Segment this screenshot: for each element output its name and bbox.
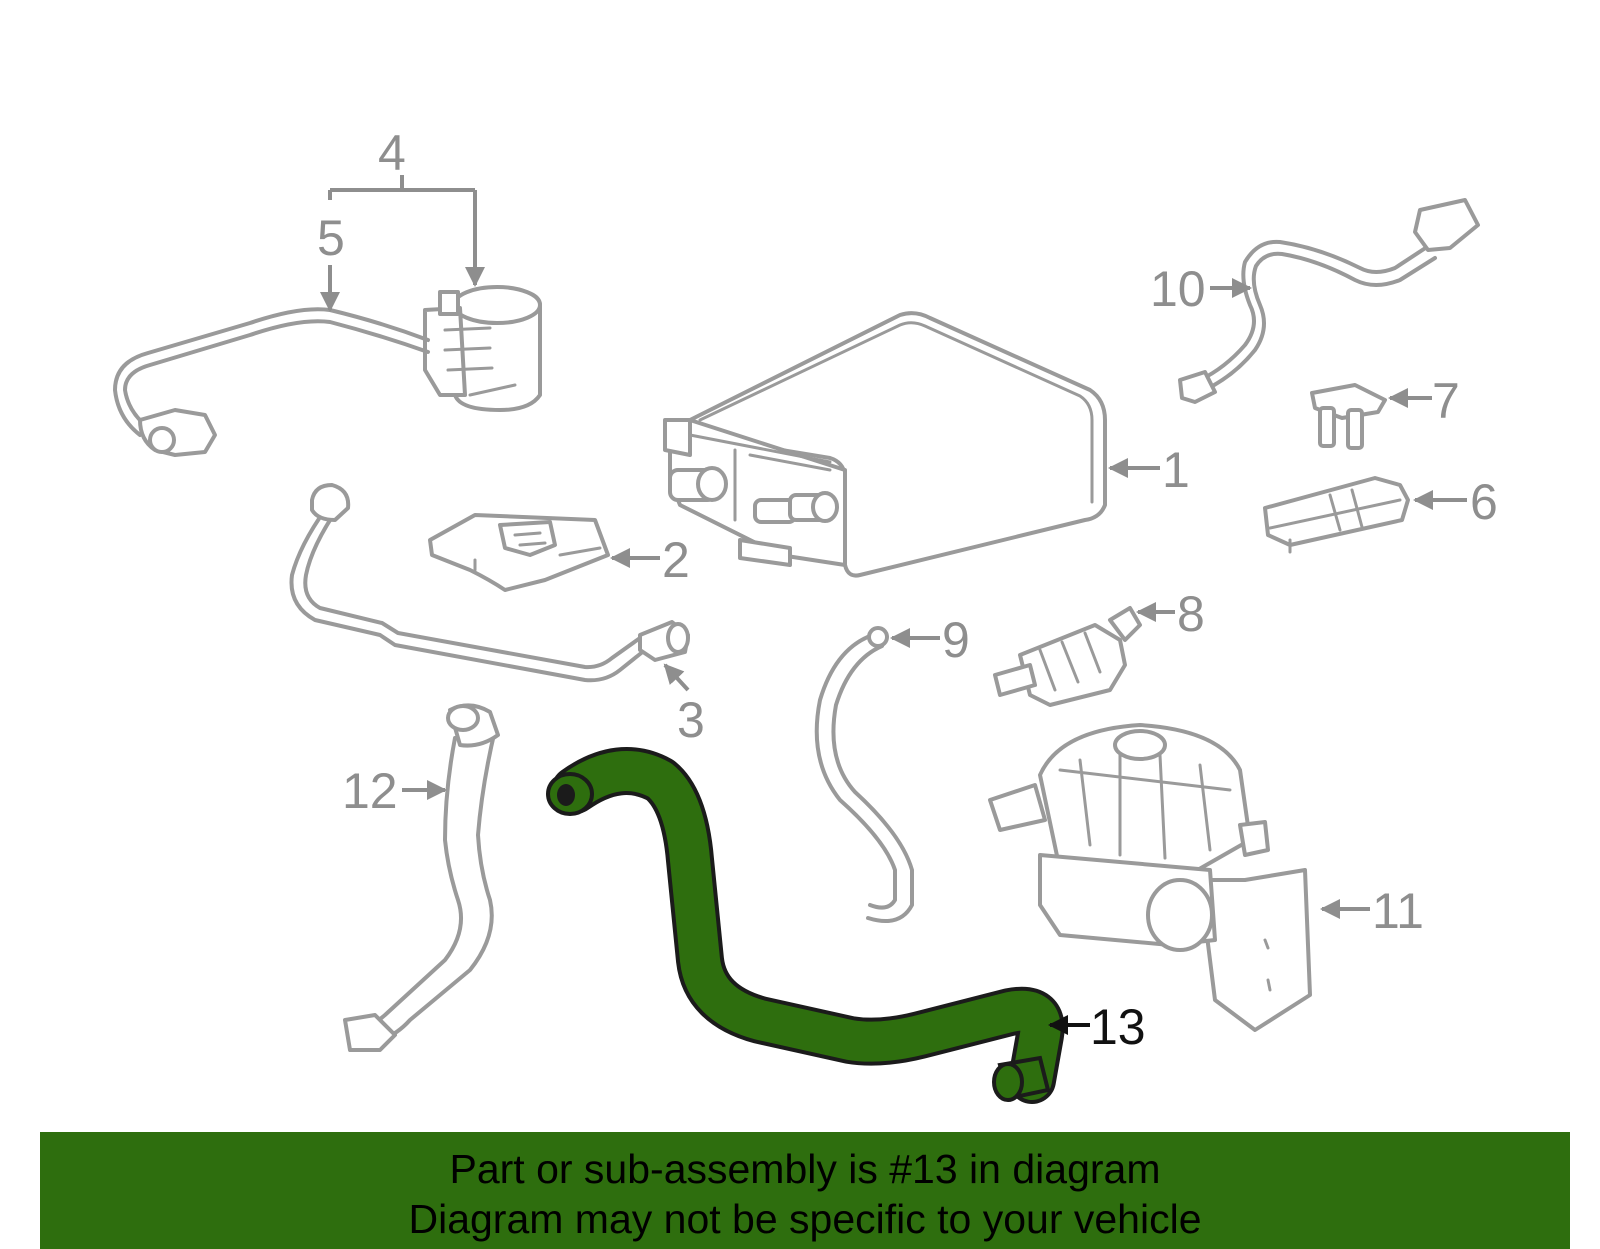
part-6-sensor-block [1263,476,1410,554]
callout-10: 10 [1150,261,1252,317]
callout-label-13: 13 [1090,999,1146,1055]
part-5-vent-pipe [113,307,430,457]
callout-2: 2 [610,532,690,588]
part-9-hose [814,626,914,923]
part-12-hose [343,703,500,1052]
callout-5: 5 [317,210,345,312]
part-10-sensor-cable [1178,198,1480,404]
part-3-purge-pipe [289,483,690,683]
part-7-clip [1310,383,1387,450]
callout-12: 12 [342,763,447,819]
callout-1: 1 [1108,442,1190,498]
part-8-solenoid [993,606,1142,707]
callout-label-11: 11 [1372,883,1424,939]
callout-label-2: 2 [662,532,690,588]
part-13-hose-highlighted [546,747,1065,1104]
info-banner: Part or sub-assembly is #13 in diagram D… [40,1132,1570,1249]
callout-label-12: 12 [342,763,398,819]
callout-9: 9 [890,612,970,668]
banner-line-1: Part or sub-assembly is #13 in diagram [449,1146,1161,1192]
callout-3: 3 [663,663,705,748]
callout-label-9: 9 [942,612,970,668]
callout-8: 8 [1136,586,1205,642]
callout-label-7: 7 [1432,373,1460,429]
callout-4: 4 [328,125,475,285]
part-4-vent-valve [423,285,542,412]
callout-label-8: 8 [1177,586,1205,642]
callout-13: 13 [1048,999,1146,1055]
callout-label-5: 5 [317,210,345,266]
part-11-air-pump [988,723,1312,1032]
callout-7: 7 [1388,373,1460,429]
part-2-bracket [428,513,610,592]
callout-label-3: 3 [677,692,705,748]
callout-label-10: 10 [1150,261,1206,317]
callout-6: 6 [1413,474,1498,530]
callout-11: 11 [1320,883,1424,939]
callout-label-6: 6 [1470,474,1498,530]
callout-label-4: 4 [378,125,406,181]
callout-label-1: 1 [1162,442,1190,498]
banner-line-2: Diagram may not be specific to your vehi… [408,1196,1202,1242]
part-1-evap-canister [663,311,1107,578]
